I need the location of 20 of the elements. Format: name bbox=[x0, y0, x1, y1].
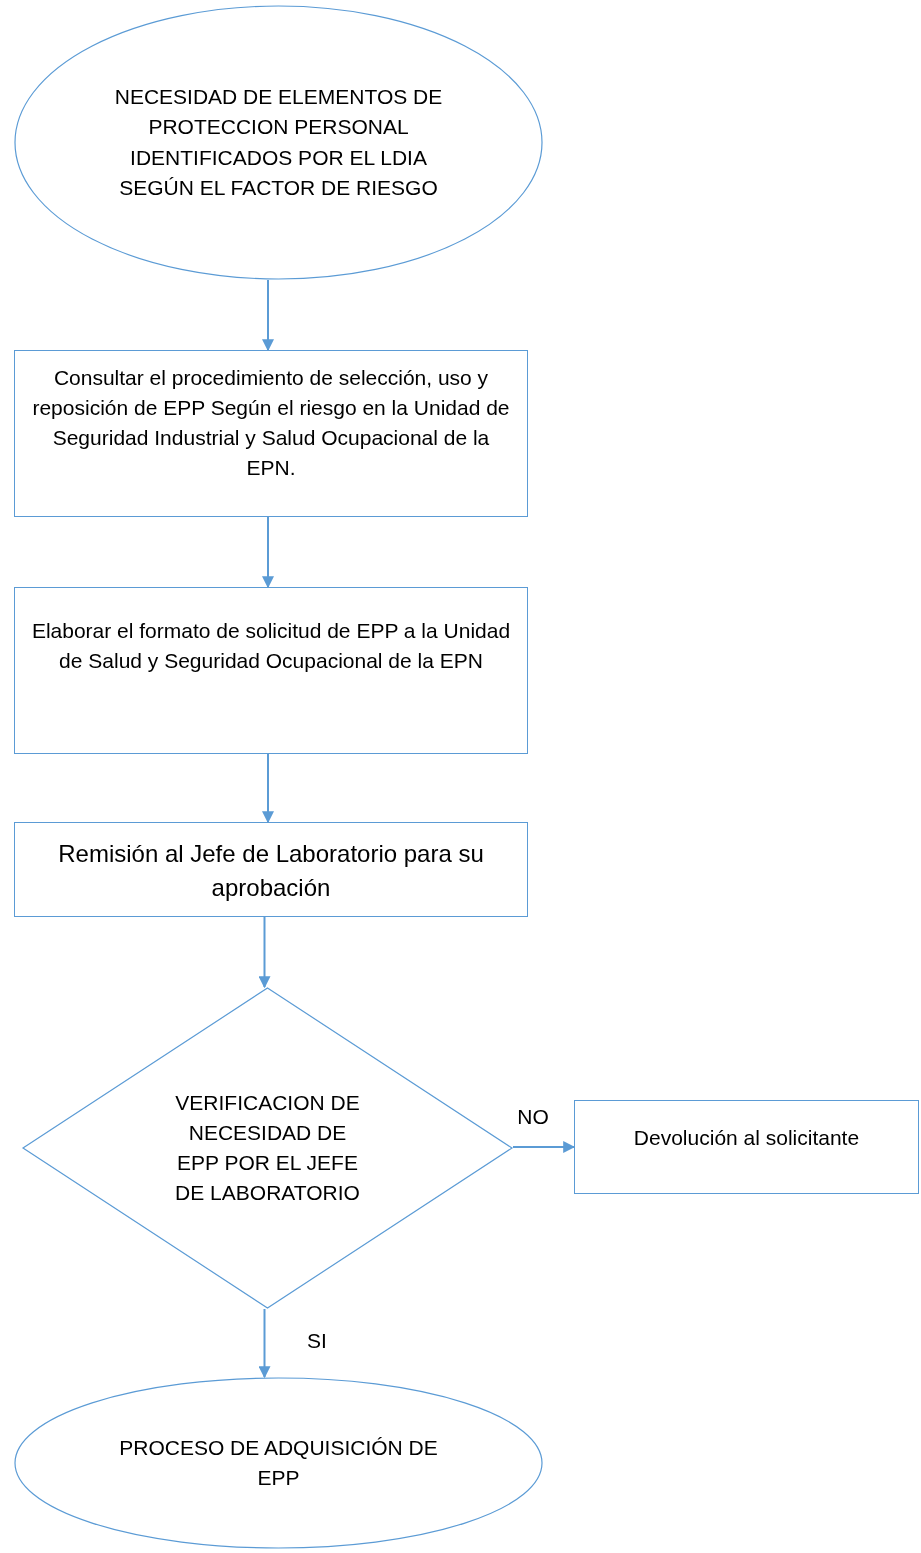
arrow bbox=[262, 279, 274, 352]
node-text: NECESIDAD DE ELEMENTOS DE PROTECCION PERSONAL IDENTIFICADOS POR EL LDIA SEGÚN EL FACTOR DE RIESGO bbox=[113, 84, 444, 201]
process-box bbox=[14, 587, 528, 754]
node-text: Devolución al solicitante bbox=[633, 1125, 860, 1151]
terminal-ellipse bbox=[14, 5, 543, 280]
process-box bbox=[14, 822, 528, 917]
process-box bbox=[14, 350, 528, 517]
arrow bbox=[262, 753, 274, 824]
node-text: Elaborar el formato de solicitud de EPP a la Unidad de Salud y Seguridad Ocupacional de la EPN bbox=[31, 618, 511, 674]
arrow bbox=[258, 916, 271, 989]
arrow bbox=[258, 1308, 271, 1379]
node-text: VERIFICACION DE NECESIDAD DE EPP POR EL JEFE DE LABORATORIO bbox=[174, 1089, 361, 1206]
node-text: Remisión al Jefe de Laboratorio para su aprobación bbox=[57, 839, 485, 904]
arrow bbox=[512, 1141, 576, 1153]
node-text: PROCESO DE ADQUISICIÓN DE EPP bbox=[118, 1435, 439, 1491]
process-box bbox=[574, 1100, 919, 1194]
decision-diamond bbox=[22, 987, 513, 1309]
arrow bbox=[262, 516, 274, 589]
terminal-ellipse bbox=[14, 1377, 543, 1549]
node-text: Consultar el procedimiento de selección, uso y reposición de EPP Según el riesgo en la Unidad de Seguridad Industrial y Salud Ocupacional de la EPN. bbox=[31, 365, 511, 482]
